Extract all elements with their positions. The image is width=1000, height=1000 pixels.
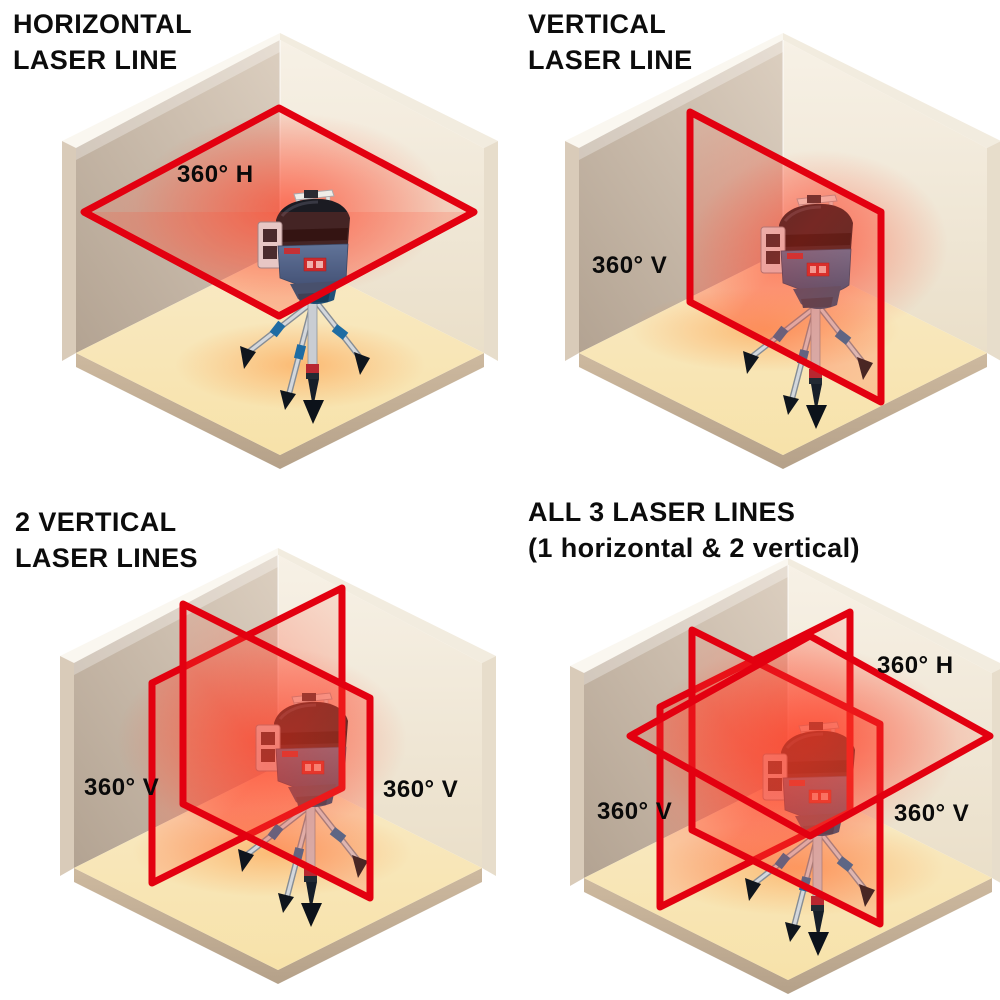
- angle-label-360v-left: 360° V: [84, 774, 160, 801]
- panel-horizontal-laser-line: HORIZONTAL LASER LINE 360° H: [0, 0, 500, 500]
- scene-all-3: [569, 557, 1000, 995]
- panel-2-vertical-laser-lines: 2 VERTICAL LASER LINES 360° V 360° V: [0, 500, 500, 1000]
- panel-title: 2 VERTICAL LASER LINES: [15, 504, 198, 576]
- panel-title-line2: (1 horizontal & 2 vertical): [528, 533, 860, 563]
- angle-label-360v-left: 360° V: [597, 798, 673, 825]
- panel-title-line1: ALL 3 LASER LINES: [528, 497, 796, 527]
- angle-label-360v: 360° V: [592, 252, 668, 279]
- laser-plane-front-tint: [84, 212, 474, 316]
- angle-label-360h: 360° H: [177, 161, 254, 188]
- panel-title-line1: 2 VERTICAL: [15, 507, 177, 537]
- panel-title-line1: VERTICAL: [528, 9, 667, 39]
- laser-plane-horizontal: [626, 632, 994, 840]
- panel-title-line2: LASER LINE: [13, 45, 178, 75]
- panel-title-line2: LASER LINES: [15, 543, 198, 573]
- scene-horizontal: [61, 32, 499, 470]
- panel-all-3-laser-lines: ALL 3 LASER LINES (1 horizontal & 2 vert…: [500, 497, 1000, 1000]
- angle-label-360v-right: 360° V: [894, 800, 970, 827]
- panel-title: VERTICAL LASER LINE: [528, 6, 693, 78]
- angle-label-360v-right: 360° V: [383, 776, 459, 803]
- laser-floor-glow: [175, 321, 425, 409]
- panel-title-line1: HORIZONTAL: [13, 9, 192, 39]
- panel-vertical-laser-line: VERTICAL LASER LINE 360° V: [500, 0, 1000, 500]
- panel-title: ALL 3 LASER LINES (1 horizontal & 2 vert…: [528, 494, 860, 566]
- panel-title-line2: LASER LINE: [528, 45, 693, 75]
- angle-label-360h: 360° H: [877, 652, 954, 679]
- scene-vertical: [564, 32, 1000, 470]
- laser-plane-vertical-right: [179, 600, 374, 902]
- scene-2-vertical: [59, 547, 497, 985]
- panel-title: HORIZONTAL LASER LINE: [13, 6, 192, 78]
- laser-plane-vertical: [686, 108, 885, 406]
- laser-plane-front-edge: [82, 208, 476, 320]
